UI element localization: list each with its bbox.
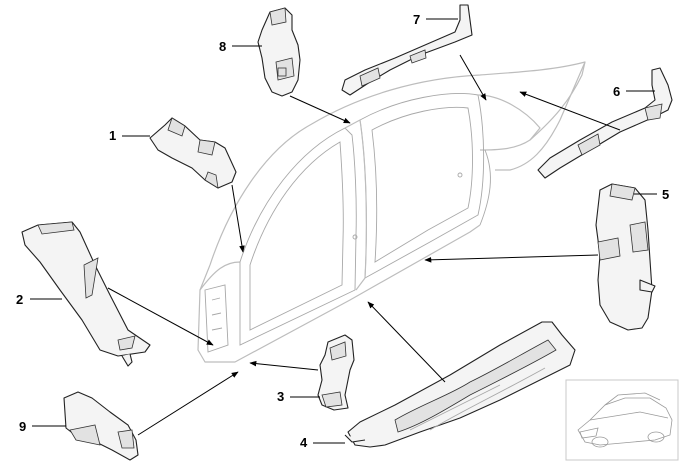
part-5-rear-inner-panel[interactable] bbox=[595, 183, 656, 331]
body-side-frame bbox=[197, 61, 586, 363]
callout-label: 4 bbox=[300, 435, 308, 450]
callout-7: 7 bbox=[413, 12, 458, 27]
callout-label: 9 bbox=[19, 419, 26, 434]
callout-label: 8 bbox=[219, 39, 226, 54]
part-6-rear-roof-rail[interactable] bbox=[537, 67, 673, 179]
callout-label: 6 bbox=[613, 84, 620, 99]
assembly-arrows bbox=[107, 54, 621, 436]
callout-label: 7 bbox=[413, 12, 420, 27]
callout-3: 3 bbox=[277, 389, 320, 404]
callout-5: 5 bbox=[634, 187, 669, 202]
part-4-sill-reinforcement[interactable] bbox=[344, 321, 576, 448]
part-9-front-lower-bracket[interactable] bbox=[63, 391, 139, 461]
callout-2: 2 bbox=[16, 292, 62, 307]
callout-label: 3 bbox=[277, 389, 284, 404]
callout-1: 1 bbox=[109, 128, 150, 143]
part-2-front-pillar-panel[interactable] bbox=[21, 221, 151, 367]
part-3-b-pillar-bracket[interactable] bbox=[317, 334, 355, 411]
callout-6: 6 bbox=[613, 84, 655, 99]
callout-label: 1 bbox=[109, 128, 116, 143]
callout-label: 5 bbox=[662, 187, 669, 202]
callout-4: 4 bbox=[300, 435, 345, 450]
vehicle-thumbnail bbox=[565, 379, 679, 461]
callout-label: 2 bbox=[16, 292, 23, 307]
part-8-upper-pillar-bracket[interactable] bbox=[257, 7, 301, 97]
part-1-a-pillar-reinforcement[interactable] bbox=[149, 117, 237, 189]
callout-8: 8 bbox=[219, 39, 262, 54]
callout-9: 9 bbox=[19, 419, 66, 434]
part-7-roof-side-rail[interactable] bbox=[341, 4, 473, 96]
